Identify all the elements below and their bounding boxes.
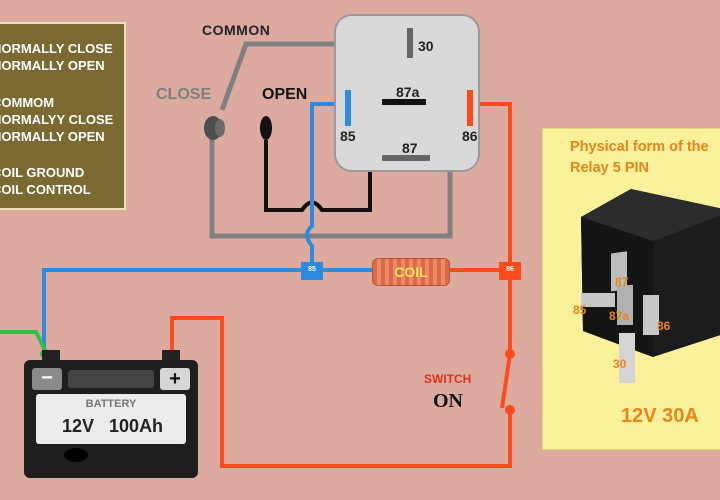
close-contact-b — [215, 119, 225, 137]
battery-foot — [64, 448, 88, 462]
pin-87a-label: 87a — [396, 84, 420, 100]
switch-state-label: ON — [433, 390, 463, 412]
physical-relay-panel: Physical form of the Relay 5 PIN 87 85 8… — [542, 128, 720, 450]
close-label: CLOSE — [156, 86, 212, 103]
battery-neg-post — [42, 350, 60, 362]
legend-item: COMMOM — [0, 95, 55, 110]
battery-top-strip — [68, 370, 154, 388]
photo-pin-30: 30 — [613, 357, 627, 371]
battery-label-plate: BATTERY 12V 100Ah — [36, 394, 186, 444]
open-label: OPEN — [262, 86, 308, 103]
legend-group-1: NORMALLY CLOSE NORMALLY OPEN — [0, 40, 113, 74]
switch-lever — [500, 353, 512, 409]
junction-86: 86 — [499, 262, 521, 280]
battery-title: BATTERY — [85, 398, 137, 410]
legend-item: NORMALLY OPEN — [0, 58, 105, 73]
pin-85-label: 85 — [340, 128, 356, 144]
legend-item: NORMALLY CLOSE — [0, 41, 113, 56]
pin-87-label: 87 — [402, 140, 418, 156]
coil-label: COIL — [394, 264, 428, 280]
legend-item: NORMALLY OPEN — [0, 129, 105, 144]
battery-pos-post — [162, 350, 180, 362]
junction-85-label: 85 — [308, 266, 316, 273]
battery-spec: 12V 100Ah — [62, 416, 164, 436]
photo-pin-86: 86 — [657, 319, 671, 333]
pin-30-label: 30 — [418, 38, 434, 54]
relay-box: 30 87a 87 85 86 — [334, 14, 480, 172]
legend-item: NORMALYY CLOSE — [0, 112, 114, 127]
panel-title-line1: Physical form of the — [570, 139, 709, 155]
junction-86-label: 86 — [506, 266, 514, 273]
legend-group-2: COMMOM NORMALYY CLOSE NORMALLY OPEN — [0, 94, 113, 145]
junction-85: 85 — [301, 262, 323, 280]
legend-item: COIL CONTROL — [0, 182, 91, 197]
switch-label: SWITCH — [424, 372, 472, 386]
panel-title: Physical form of the Relay 5 PIN — [570, 137, 709, 179]
battery-pos-terminal: + — [160, 368, 190, 390]
photo-pin-87: 87 — [615, 275, 629, 289]
legend-item: COIL GROUND — [0, 165, 85, 180]
relay-pins-graphic — [345, 28, 473, 161]
panel-spec: 12V 30A — [621, 405, 699, 427]
switch-contact-bottom — [505, 405, 515, 415]
common-label: COMMON — [202, 22, 271, 38]
relay-photo — [581, 189, 720, 383]
battery-neg-terminal: − — [32, 368, 62, 390]
open-contact — [260, 116, 272, 140]
wire-green — [0, 330, 50, 357]
legend-panel: NORMALLY CLOSE NORMALLY OPEN COMMOM NORM… — [0, 22, 126, 210]
pin-86-label: 86 — [462, 128, 478, 144]
photo-pin-87a: 87a — [609, 309, 630, 323]
photo-pin-85: 85 — [573, 303, 587, 317]
coil: COIL — [372, 258, 450, 286]
panel-title-line2: Relay 5 PIN — [570, 160, 649, 176]
wire-blue — [42, 102, 346, 360]
legend-group-3: COIL GROUND COIL CONTROL — [0, 164, 91, 198]
